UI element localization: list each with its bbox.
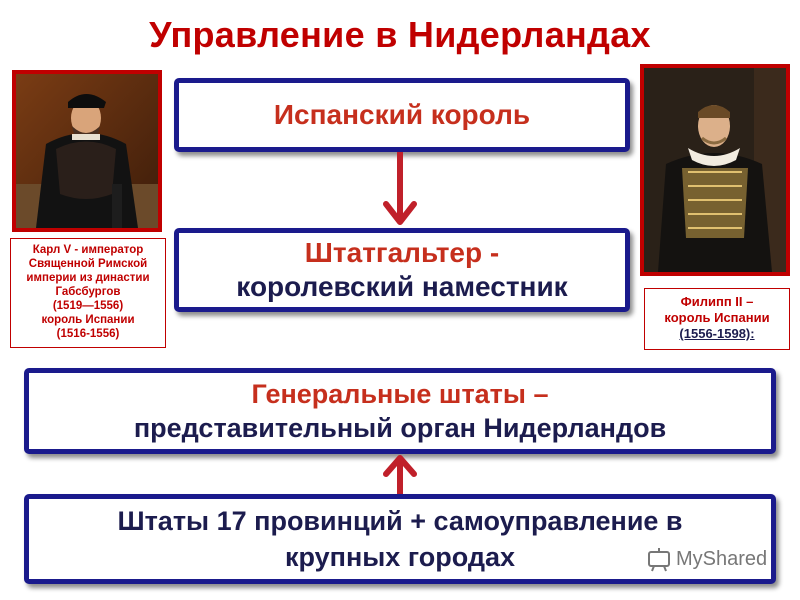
caption-charles-line: (1516-1556)	[56, 328, 120, 340]
portrait-charles-v	[12, 70, 162, 232]
caption-philip-dates: (1556-1598):	[679, 326, 755, 341]
caption-charles-line: Габсбургов	[55, 286, 121, 298]
caption-philip-ii: Филипп II – король Испании (1556-1598):	[644, 288, 790, 350]
arrow-up-icon	[383, 455, 417, 494]
box-spanish-king: Испанский король	[174, 78, 630, 152]
caption-charles-line: Карл V - император	[32, 244, 144, 256]
box-states-general-title: Генеральные штаты –	[251, 379, 549, 409]
philip-portrait-image	[644, 68, 786, 272]
caption-philip-line: король Испании	[664, 310, 770, 325]
arrow-down-icon	[383, 152, 417, 225]
box-king-text: Испанский король	[273, 99, 531, 130]
watermark-text: MyShared	[676, 547, 768, 570]
box-provinces-line1: Штаты 17 провинций + самоуправление в	[117, 506, 683, 536]
caption-charles-line: Священной Римской	[28, 258, 148, 270]
myshared-logo-icon	[648, 548, 670, 572]
page-title: Управление в Нидерландах	[149, 14, 651, 55]
caption-charles-v: Карл V - император Священной Римской имп…	[10, 238, 166, 348]
charles-portrait-image	[16, 74, 158, 228]
box-provinces: Штаты 17 провинций + самоуправление в кр…	[24, 494, 776, 584]
caption-charles-line: король Испании	[41, 314, 135, 326]
box-states-general-desc: представительный орган Нидерландов	[133, 413, 667, 443]
box-stadholder-desc: королевский наместник	[236, 271, 568, 302]
box-stadholder: Штатгальтер - королевский наместник	[174, 228, 630, 312]
box-provinces-line2: крупных городах	[284, 542, 516, 572]
caption-charles-line: империи из династии	[26, 272, 150, 284]
watermark: MyShared	[646, 546, 767, 572]
box-states-general: Генеральные штаты – представительный орг…	[24, 368, 776, 454]
caption-charles-line: (1519—1556)	[52, 300, 124, 312]
portrait-philip-ii	[640, 64, 790, 276]
box-stadholder-title: Штатгальтер -	[304, 237, 500, 268]
caption-philip-line: Филипп II –	[680, 294, 754, 309]
